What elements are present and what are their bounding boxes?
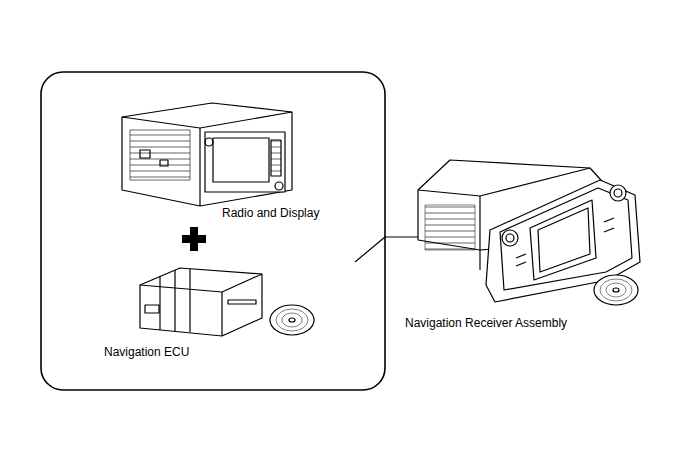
disc-illustration <box>594 275 638 305</box>
navigation-ecu-illustration <box>140 268 262 336</box>
radio-display-illustration <box>122 103 292 206</box>
part-label: Radio and Display <box>222 206 319 220</box>
part-label: Navigation Receiver Assembly <box>405 316 567 330</box>
disc-illustration <box>270 305 314 335</box>
plus-sign <box>182 227 206 251</box>
part-label: Navigation ECU <box>104 345 189 359</box>
group-outline <box>41 72 385 390</box>
